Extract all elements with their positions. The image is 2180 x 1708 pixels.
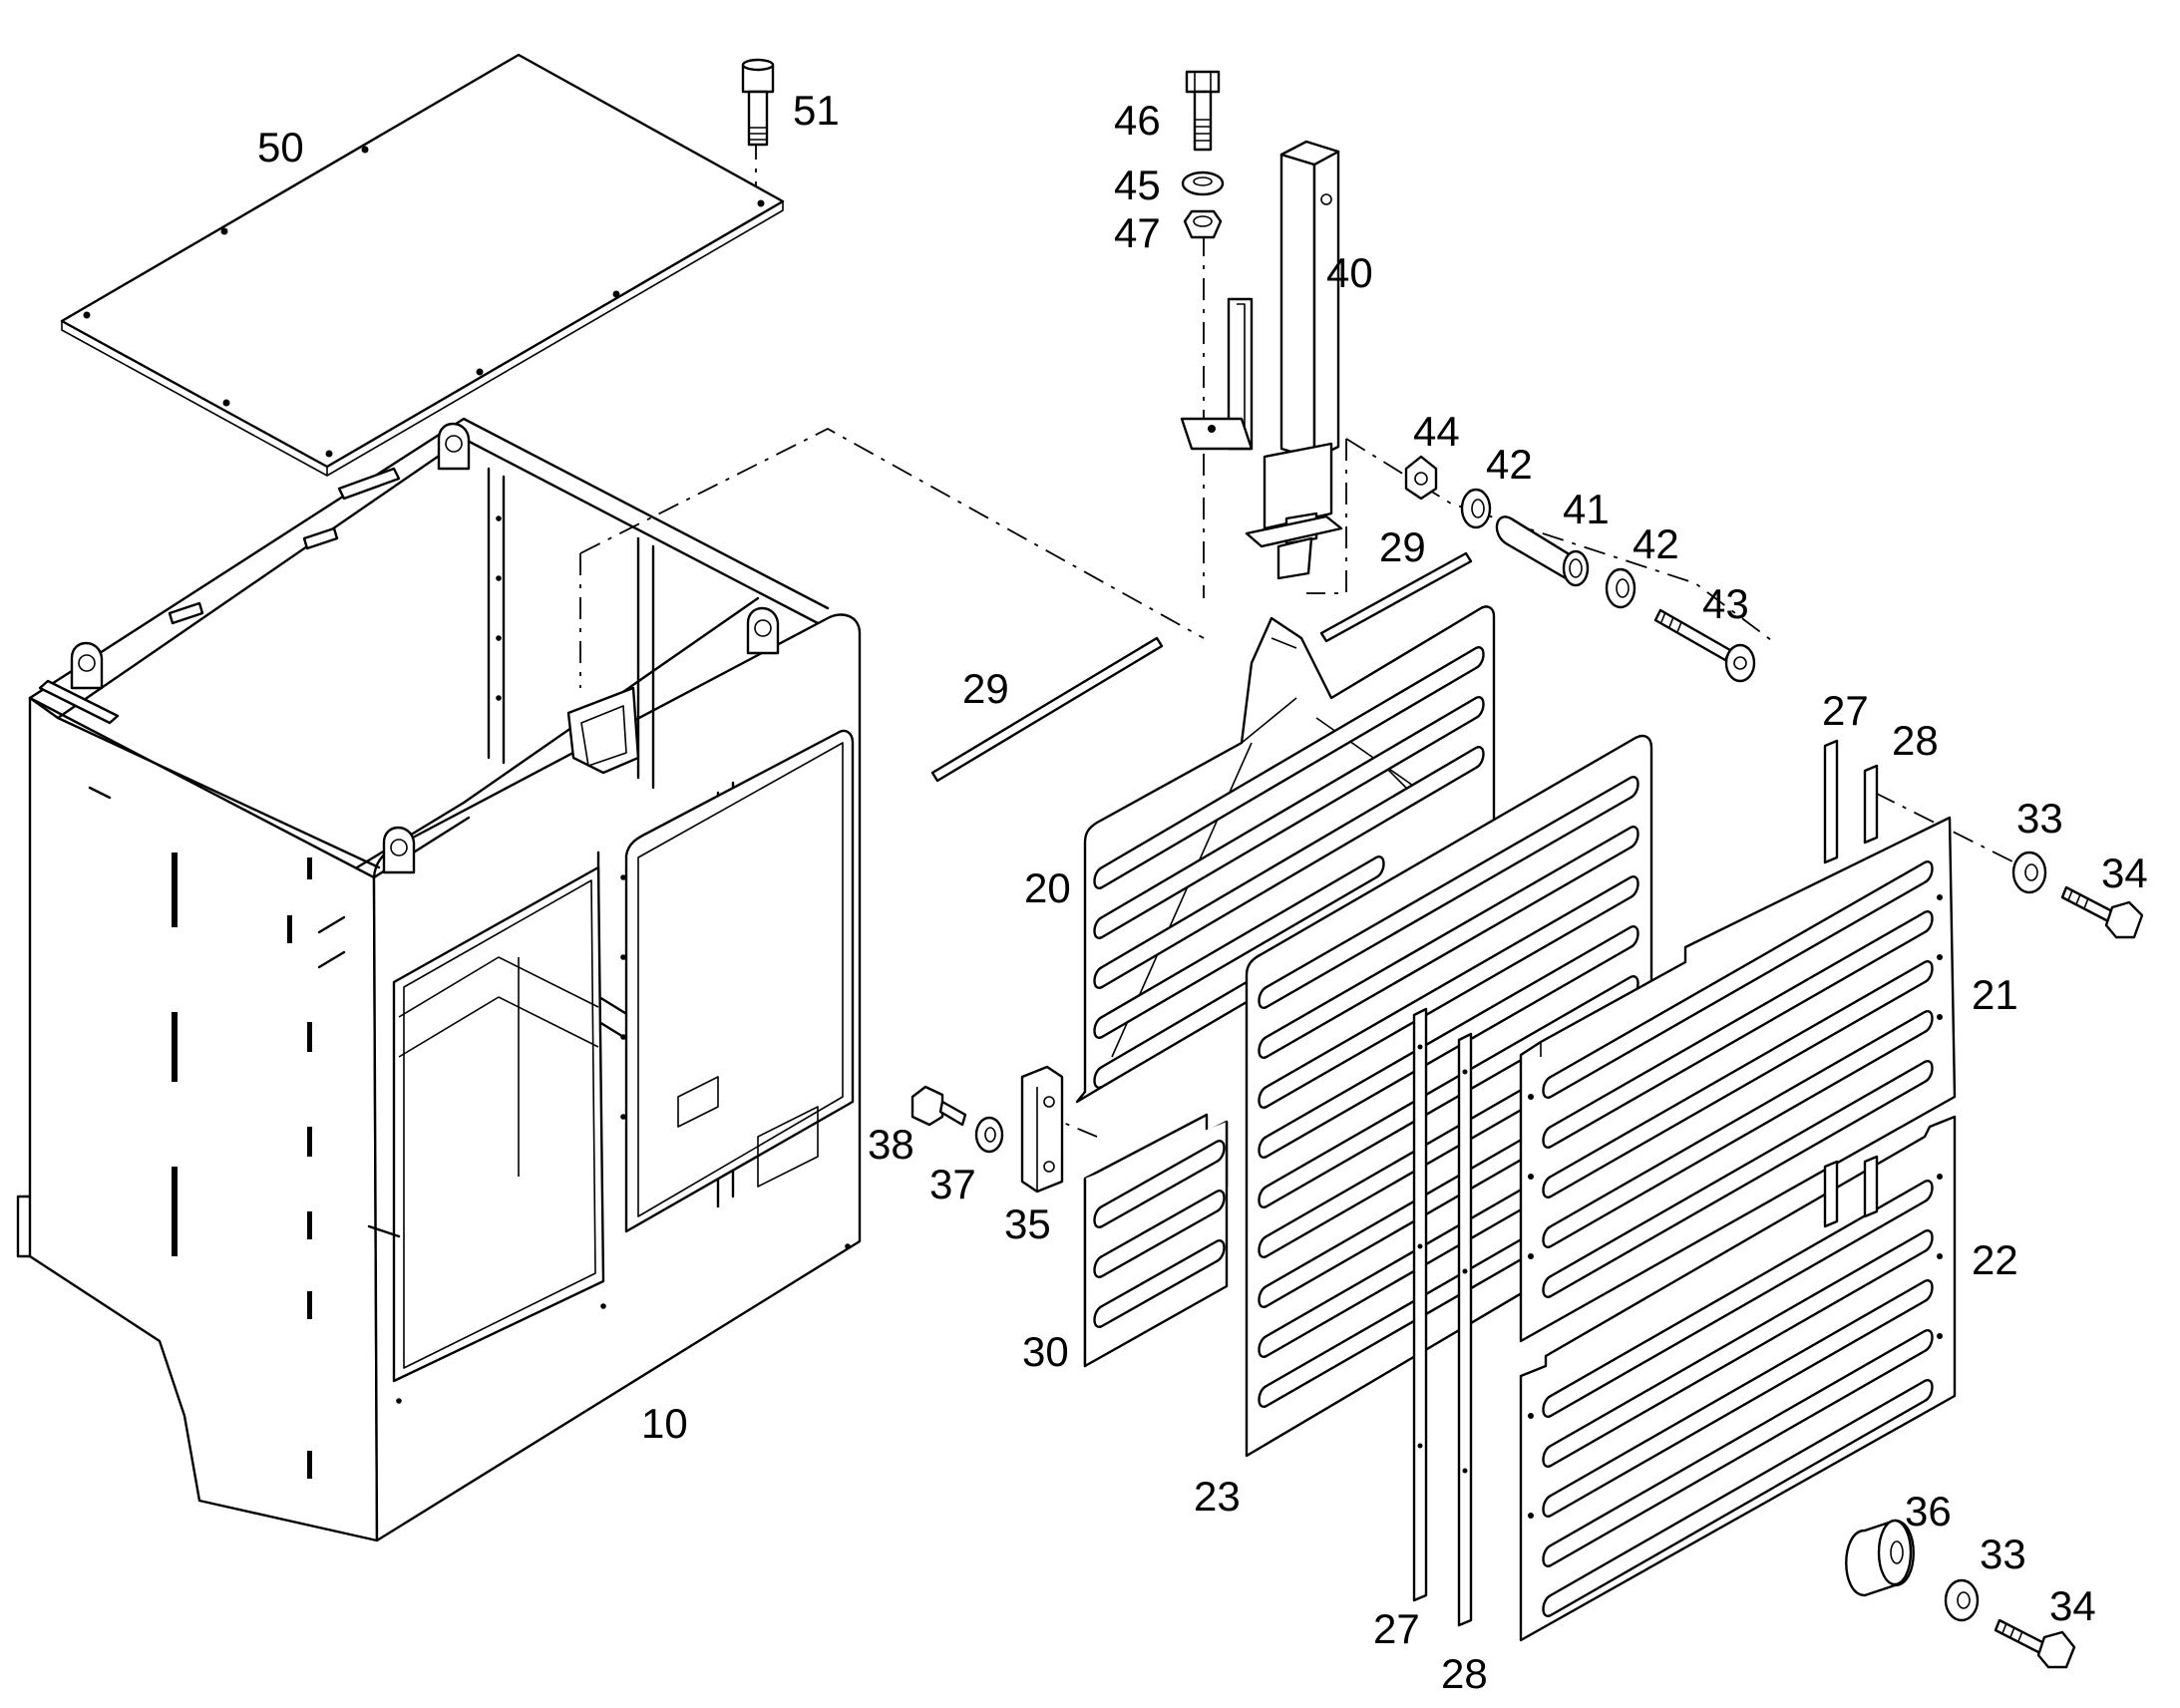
callout-labels: 50 51 46 45 47 40 44 42 41 42 43 29 29 2… xyxy=(257,87,2148,1697)
hex-bolt-46 xyxy=(1185,70,1221,152)
callout-44: 44 xyxy=(1413,408,1460,455)
callout-10: 10 xyxy=(641,1400,688,1447)
callout-50: 50 xyxy=(257,124,304,171)
seal-strip-28-short xyxy=(1863,764,1879,1218)
seal-strip-27-short xyxy=(1823,739,1839,1228)
top-cover-panel xyxy=(60,53,785,477)
callout-35: 35 xyxy=(1004,1200,1051,1247)
washer-37 xyxy=(974,1116,1004,1154)
callout-46: 46 xyxy=(1114,97,1161,144)
spacer-tube-41 xyxy=(1495,515,1590,587)
bolt-34-upper xyxy=(2060,885,2144,939)
callout-21: 21 xyxy=(1972,971,2018,1018)
callout-20: 20 xyxy=(1024,864,1071,911)
callout-23: 23 xyxy=(1194,1473,1241,1520)
rubber-spacer-36 xyxy=(1845,1519,1915,1597)
seal-strip-28-long xyxy=(1457,1032,1473,1627)
washer-33-lower xyxy=(1944,1578,1980,1622)
washer-33-upper xyxy=(2011,851,2047,894)
washer-42-upper xyxy=(1460,488,1492,529)
nut-47 xyxy=(1183,209,1223,239)
callout-42-lower: 42 xyxy=(1633,520,1679,567)
callout-27-top: 27 xyxy=(1822,687,1869,734)
callout-30: 30 xyxy=(1022,1328,1069,1375)
callout-28-bottom: 28 xyxy=(1441,1650,1488,1697)
bolt-43 xyxy=(1653,608,1756,683)
callout-43: 43 xyxy=(1702,580,1749,627)
callout-28-top: 28 xyxy=(1892,717,1939,764)
callout-45: 45 xyxy=(1114,162,1161,208)
washer-45 xyxy=(1181,171,1225,196)
callout-34-lower: 34 xyxy=(2049,1582,2096,1629)
seal-strip-27-long xyxy=(1412,1007,1428,1602)
trim-strip-29-left xyxy=(930,636,1164,783)
callout-36: 36 xyxy=(1905,1488,1952,1535)
side-panel-30 xyxy=(1083,1113,1229,1368)
callout-40: 40 xyxy=(1326,249,1373,296)
callout-33-lower: 33 xyxy=(1980,1531,2026,1577)
hinge-block-35 xyxy=(1020,1065,1064,1194)
side-panel-20 xyxy=(1075,605,1496,1104)
callout-51: 51 xyxy=(793,87,840,134)
callout-47: 47 xyxy=(1114,209,1161,256)
callout-38: 38 xyxy=(868,1121,914,1168)
cabin-frame xyxy=(16,417,862,1542)
callout-42-upper: 42 xyxy=(1486,441,1533,488)
side-panel-22 xyxy=(1519,1115,1957,1642)
callout-29-right: 29 xyxy=(1379,523,1426,570)
callout-29-left: 29 xyxy=(962,665,1009,712)
callout-41: 41 xyxy=(1563,486,1610,532)
bolt-38 xyxy=(910,1085,967,1127)
nut-44 xyxy=(1404,455,1438,501)
callout-27-bottom: 27 xyxy=(1373,1605,1420,1652)
cap-screw-51 xyxy=(741,58,775,147)
callout-37: 37 xyxy=(929,1161,976,1207)
washer-42-lower xyxy=(1605,567,1636,609)
callout-22: 22 xyxy=(1972,1236,2018,1283)
step-post-40 xyxy=(1180,140,1343,580)
callout-34-upper: 34 xyxy=(2101,850,2148,896)
bolt-34-lower xyxy=(1994,1618,2076,1669)
callout-33-upper: 33 xyxy=(2016,795,2063,842)
trim-strip-29-right xyxy=(1319,551,1473,643)
side-panel-21 xyxy=(1519,816,1957,1343)
